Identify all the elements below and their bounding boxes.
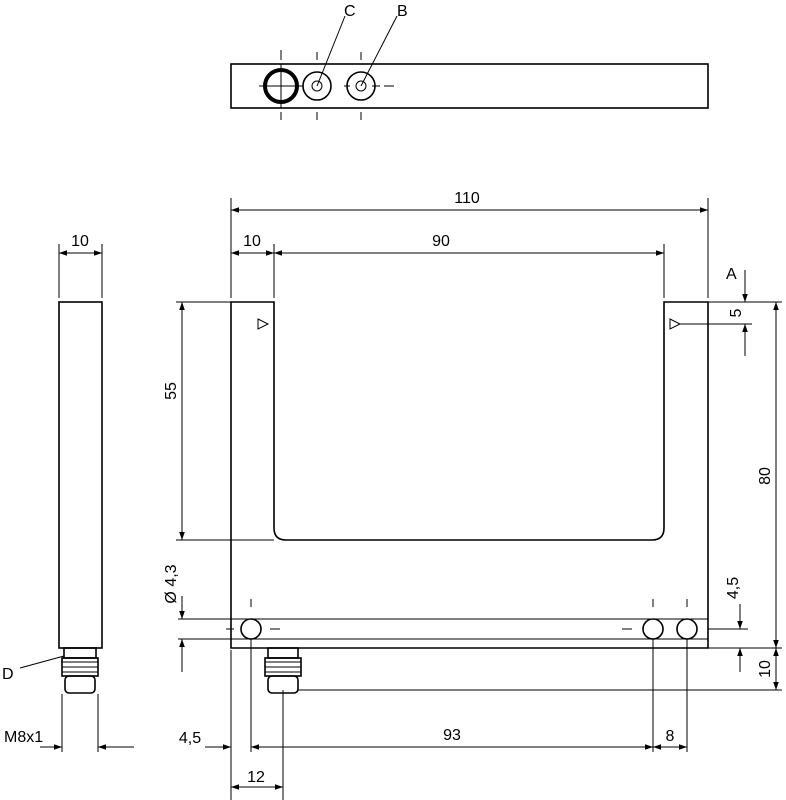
dim-hole-height: 4,5 — [725, 577, 742, 599]
dim-slot-width: 90 — [432, 233, 450, 250]
emitter-marker-left — [257, 318, 270, 330]
leader-b — [360, 15, 398, 87]
side-view: 10 D M8x1 — [2, 233, 134, 752]
top-hole-c-outer — [302, 71, 332, 101]
dim-height: 80 — [757, 467, 774, 485]
dim-connector-offset: 10 — [757, 660, 774, 678]
top-hole-b-inner — [355, 80, 367, 92]
receiver-marker-right — [669, 318, 682, 330]
front-view-body — [230, 301, 709, 649]
callout-b: B — [397, 3, 408, 20]
top-view-body — [230, 63, 709, 109]
callout-c: C — [344, 3, 356, 20]
dim-slot-depth: 55 — [163, 382, 180, 400]
dim-hole-edge: 4,5 — [179, 730, 201, 747]
side-view-body — [58, 301, 103, 649]
top-view: C B — [230, 3, 709, 120]
top-hole-c-inner — [311, 80, 323, 92]
callout-a: A — [726, 266, 737, 283]
dim-overall-width: 110 — [454, 190, 480, 207]
dim-hole-spacing: 93 — [443, 727, 461, 744]
dim-hole-diameter: Ø 4,3 — [163, 564, 180, 603]
dim-connector-position: 12 — [247, 769, 265, 786]
leader-c — [316, 15, 346, 87]
dim-hole-gap: 8 — [666, 728, 675, 745]
leader-d — [19, 655, 65, 669]
dim-a-offset: 5 — [728, 308, 745, 317]
dimensions: 110 10 90 55 80 A 5 Ø 4,3 4,5 10 — [163, 190, 782, 800]
dim-thread: M8x1 — [4, 729, 43, 746]
callout-d: D — [2, 666, 14, 683]
dim-side-width: 10 — [71, 233, 89, 250]
dim-left-margin: 10 — [243, 233, 261, 250]
front-view — [178, 301, 782, 694]
